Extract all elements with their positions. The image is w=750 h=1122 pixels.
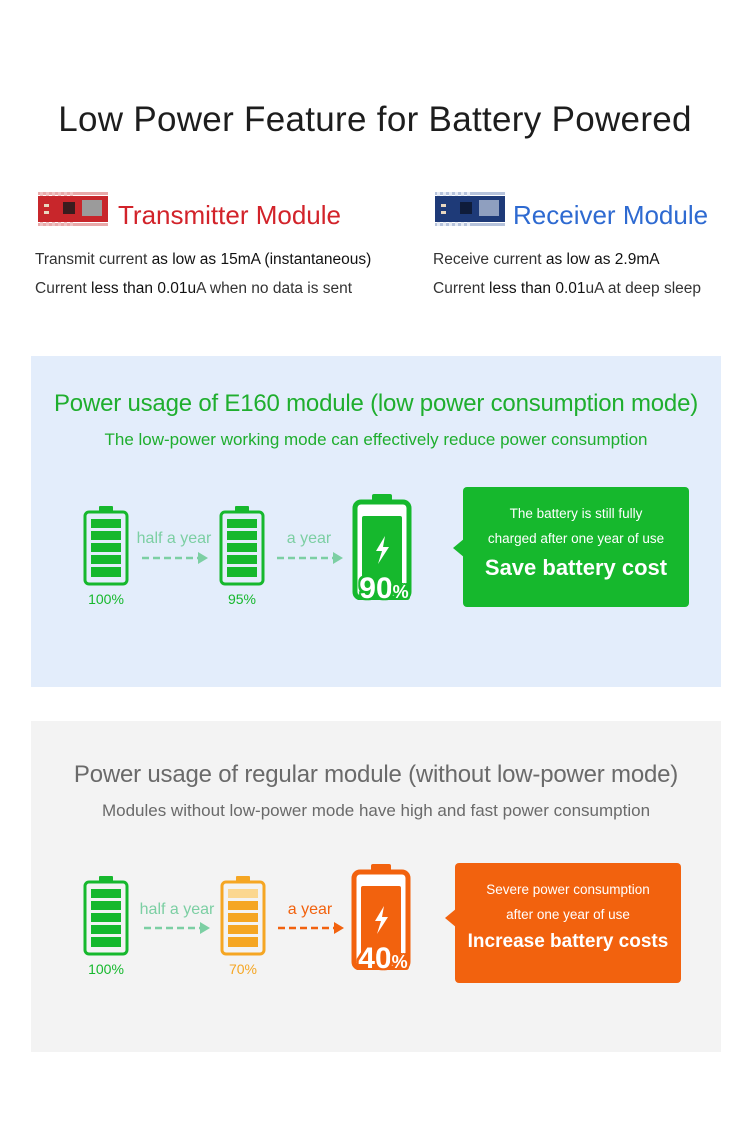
callout-headline: Increase battery costs bbox=[467, 931, 669, 952]
battery-icon bbox=[220, 876, 266, 956]
battery-icon bbox=[352, 494, 412, 600]
red-pcb-module-icon bbox=[38, 192, 108, 226]
callout-headline: Save battery cost bbox=[484, 555, 668, 580]
battery-icon bbox=[83, 876, 129, 956]
transmitter-heading: Transmitter Module bbox=[118, 200, 341, 230]
e160-panel-subtitle: The low-power working mode can effective… bbox=[104, 430, 648, 449]
arrow-1-label: half a year bbox=[139, 901, 215, 918]
battery-1-percent: 100% bbox=[88, 591, 124, 607]
battery-icon bbox=[351, 864, 411, 970]
battery-icon bbox=[83, 506, 129, 586]
dashed-arrow-icon bbox=[144, 922, 210, 934]
e160-panel-title: Power usage of E160 module (low power co… bbox=[53, 390, 699, 417]
callout-pointer bbox=[445, 908, 457, 928]
lightning-bolt-icon bbox=[375, 906, 388, 934]
result-callout: Severe power consumption after one year … bbox=[455, 863, 681, 983]
receiver-line-2: Current less than 0.01uA at deep sleep bbox=[433, 280, 702, 297]
battery-2-percent: 95% bbox=[227, 591, 257, 607]
battery-1-percent: 100% bbox=[88, 961, 124, 977]
remaining-percent: 40% bbox=[358, 942, 408, 975]
arrow-2-label: a year bbox=[287, 901, 333, 918]
lightning-bolt-icon bbox=[376, 536, 389, 564]
receiver-heading: Receiver Module bbox=[513, 200, 709, 230]
result-callout: The battery is still fully charged after… bbox=[463, 487, 689, 607]
e160-power-panel: Power usage of E160 module (low power co… bbox=[31, 356, 721, 687]
dashed-arrow-icon bbox=[142, 552, 208, 564]
callout-pointer bbox=[453, 538, 465, 558]
regular-panel-title: Power usage of regular module (without l… bbox=[73, 761, 679, 788]
transmitter-line-2: Current less than 0.01uA when no data is… bbox=[35, 280, 353, 297]
arrow-1-label: half a year bbox=[136, 530, 212, 547]
dashed-arrow-icon bbox=[277, 552, 343, 564]
callout-line-1: Severe power consumption bbox=[486, 882, 650, 897]
callout-line-2: charged after one year of use bbox=[487, 531, 665, 546]
dashed-arrow-icon bbox=[278, 922, 344, 934]
regular-panel-subtitle: Modules without low-power mode have high… bbox=[101, 801, 651, 820]
callout-line-2: after one year of use bbox=[506, 907, 630, 922]
receiver-line-1: Receive current as low as 2.9mA bbox=[433, 251, 660, 268]
battery-icon bbox=[219, 506, 265, 586]
arrow-2-label: a year bbox=[286, 530, 332, 547]
regular-power-panel: Power usage of regular module (without l… bbox=[31, 721, 721, 1052]
page-title: Low Power Feature for Battery Powered bbox=[58, 100, 692, 139]
callout-line-1: The battery is still fully bbox=[509, 506, 643, 521]
blue-pcb-module-icon bbox=[435, 192, 505, 226]
remaining-percent: 90% bbox=[359, 572, 409, 605]
battery-2-percent: 70% bbox=[228, 961, 258, 977]
transmitter-line-1: Transmit current as low as 15mA (instant… bbox=[35, 251, 372, 268]
